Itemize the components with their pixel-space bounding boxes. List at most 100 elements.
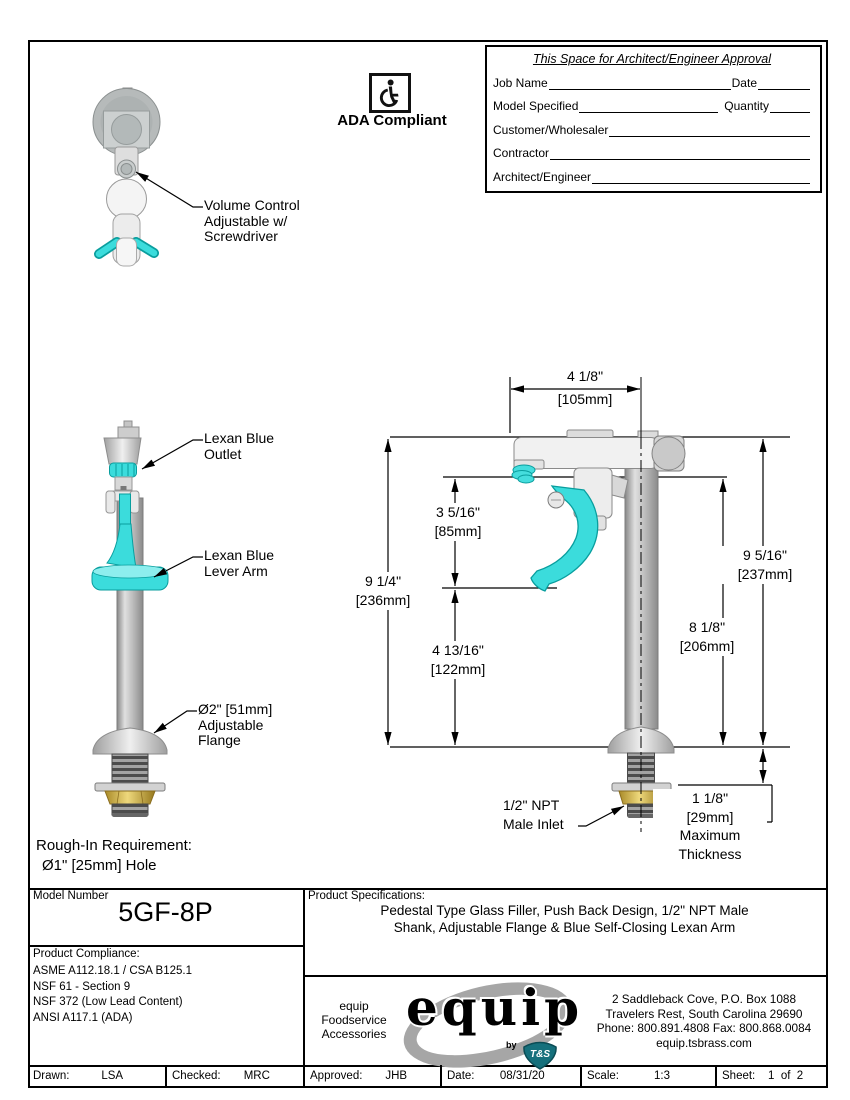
model-cell-bottom-line bbox=[28, 945, 303, 947]
equip-tagline: equip Foodservice Accessories bbox=[306, 999, 402, 1041]
customer-blank bbox=[609, 121, 810, 137]
product-compliance-label: Product Compliance: bbox=[33, 948, 140, 960]
compliance-item: ASME A112.18.1 / CSA B125.1 bbox=[33, 965, 192, 977]
outlet-line1: Lexan Blue bbox=[204, 430, 275, 446]
dim-shank-mm: [206mm] bbox=[679, 638, 735, 654]
flange-line2: Adjustable bbox=[198, 716, 264, 733]
approval-row-customer: Customer/Wholesaler bbox=[493, 122, 811, 137]
model-number-label: Model Number bbox=[33, 890, 109, 902]
quantity-label: Quantity bbox=[724, 99, 769, 114]
architect-label: Architect/Engineer bbox=[493, 169, 592, 184]
dim-thickness-mm: [29mm] bbox=[686, 808, 734, 825]
inlet-line2: Male Inlet bbox=[503, 816, 564, 832]
architect-blank bbox=[592, 168, 810, 184]
drawn-value: LSA bbox=[101, 1069, 124, 1082]
approval-box: This Space for Architect/Engineer Approv… bbox=[485, 45, 822, 193]
volume-control-line1: Volume Control bbox=[204, 197, 300, 213]
flange-line1: Ø2" [51mm] bbox=[198, 701, 273, 717]
product-compliance-list: ASME A112.18.1 / CSA B125.1 NSF 61 - Sec… bbox=[33, 964, 192, 1026]
sheet-border bbox=[28, 40, 828, 1088]
rough-in-line1: Rough-In Requirement: bbox=[36, 837, 192, 854]
dim-overall-left-mm: [236mm] bbox=[355, 592, 411, 608]
ada-symbol-box bbox=[369, 73, 411, 113]
dim-overall-left-in: 9 1/4" bbox=[364, 573, 402, 589]
customer-label: Customer/Wholesaler bbox=[493, 122, 609, 137]
inlet-line1: 1/2" NPT bbox=[503, 797, 560, 813]
job-name-label: Job Name bbox=[493, 75, 548, 90]
date-label: Date bbox=[731, 75, 757, 90]
dim-spout-drop: 3 5/16" [85mm] bbox=[421, 503, 495, 541]
compliance-item: NSF 372 (Low Lead Content) bbox=[33, 996, 183, 1008]
equip-tagline-line3: Accessories bbox=[321, 1027, 387, 1041]
front-view-drawing bbox=[91, 420, 169, 817]
dim-overall-left: 9 1/4" [236mm] bbox=[342, 572, 424, 610]
dim-top-width-mm: [105mm] bbox=[557, 391, 613, 407]
address-line4: equip.tsbrass.com bbox=[656, 1035, 752, 1050]
rough-in-note: Rough-In Requirement: Ø1" [25mm] Hole bbox=[36, 836, 192, 875]
dim-overall-right-in: 9 5/16" bbox=[743, 547, 787, 563]
top-view-drawing bbox=[92, 87, 161, 267]
outlet-callout: Lexan Blue Outlet bbox=[204, 430, 275, 462]
specs-line2: Shank, Adjustable Flange & Blue Self-Clo… bbox=[393, 920, 736, 935]
footer-top-line bbox=[28, 1065, 826, 1067]
footer-cell-drawn: Drawn: LSA bbox=[28, 1065, 165, 1086]
dim-spout-in: 3 5/16" bbox=[436, 504, 480, 520]
approval-row-contractor: Contractor bbox=[493, 145, 811, 161]
ts-brass-logo-text: T&S bbox=[530, 1049, 550, 1060]
ada-compliant-label: ADA Compliant bbox=[337, 112, 447, 129]
product-specifications-label: Product Specifications: bbox=[308, 890, 425, 902]
wheelchair-icon bbox=[379, 79, 399, 107]
scale-value: 1:3 bbox=[653, 1069, 670, 1082]
dim-spout-mm: [85mm] bbox=[434, 523, 482, 539]
specs-line1: Pedestal Type Glass Filler, Push Back De… bbox=[380, 903, 749, 918]
dim-overall-right: 9 5/16" [237mm] bbox=[722, 546, 808, 584]
dim-lever-to-deck: 4 13/16" [122mm] bbox=[415, 641, 501, 679]
date-blank bbox=[758, 74, 810, 90]
approval-row-job-name: Job Name Date bbox=[493, 75, 811, 90]
volume-control-line2: Adjustable w/ bbox=[204, 212, 288, 229]
side-view-drawing bbox=[511, 429, 686, 818]
approved-value: JHB bbox=[385, 1069, 408, 1082]
inlet-callout: 1/2" NPT Male Inlet bbox=[503, 796, 564, 834]
volume-control-line3: Screwdriver bbox=[204, 228, 278, 244]
date-field-label: Date: bbox=[447, 1069, 475, 1082]
lever-line2: Lever Arm bbox=[204, 562, 268, 579]
flange-callout: Ø2" [51mm] Adjustable Flange bbox=[198, 701, 273, 749]
approval-box-title: This Space for Architect/Engineer Approv… bbox=[532, 52, 772, 66]
dim-lever-to-deck-mm: [122mm] bbox=[430, 661, 486, 677]
dim-top-width-in: 4 1/8" bbox=[566, 368, 604, 384]
dim-thickness-in: 1 1/8" bbox=[691, 790, 729, 806]
model-number-value: 5GF-8P bbox=[118, 897, 213, 927]
dim-max-thickness: 1 1/8" [29mm] Maximum Thickness bbox=[653, 789, 767, 863]
company-address: 2 Saddleback Cove, P.O. Box 1088 Travele… bbox=[582, 992, 826, 1050]
specs-cell-bottom-line bbox=[303, 975, 826, 977]
compliance-item: NSF 61 - Section 9 bbox=[33, 980, 131, 993]
dim-overall-right-mm: [237mm] bbox=[737, 566, 793, 582]
quantity-blank bbox=[770, 97, 810, 114]
lever-line1: Lexan Blue bbox=[204, 547, 275, 563]
footer-cell-sheet: Sheet: 1 of 2 bbox=[715, 1065, 826, 1086]
date-field-value: 08/31/20 bbox=[499, 1069, 545, 1082]
footer-cell-date: Date: 08/31/20 bbox=[440, 1065, 580, 1086]
footer-cell-approved: Approved: JHB bbox=[303, 1065, 440, 1086]
ts-brass-logo: T&S bbox=[523, 1041, 557, 1070]
equip-tagline-line2: Foodservice bbox=[321, 1013, 387, 1027]
volume-control-callout: Volume Control Adjustable w/ Screwdriver bbox=[204, 197, 300, 245]
model-specified-label: Model Specified bbox=[493, 99, 579, 114]
dim-shank-height: 8 1/8" [206mm] bbox=[664, 618, 750, 656]
address-line2: Travelers Rest, South Carolina 29690 bbox=[605, 1006, 803, 1021]
sheet-value: 1 of 2 bbox=[768, 1069, 804, 1082]
compliance-item: ANSI A117.1 (ADA) bbox=[33, 1011, 133, 1024]
product-specifications-text: Pedestal Type Glass Filler, Push Back De… bbox=[303, 902, 826, 936]
lever-arm-callout: Lexan Blue Lever Arm bbox=[204, 547, 275, 579]
model-specified-blank bbox=[579, 97, 719, 114]
contractor-label: Contractor bbox=[493, 146, 550, 161]
dim-shank-in: 8 1/8" bbox=[688, 619, 726, 635]
rough-in-line2: Ø1" [25mm] Hole bbox=[42, 856, 157, 874]
sheet-label: Sheet: bbox=[722, 1069, 756, 1082]
title-block-top-line bbox=[28, 888, 826, 890]
approved-label: Approved: bbox=[310, 1069, 363, 1082]
approval-row-architect: Architect/Engineer bbox=[493, 169, 811, 184]
checked-value: MRC bbox=[243, 1069, 270, 1082]
